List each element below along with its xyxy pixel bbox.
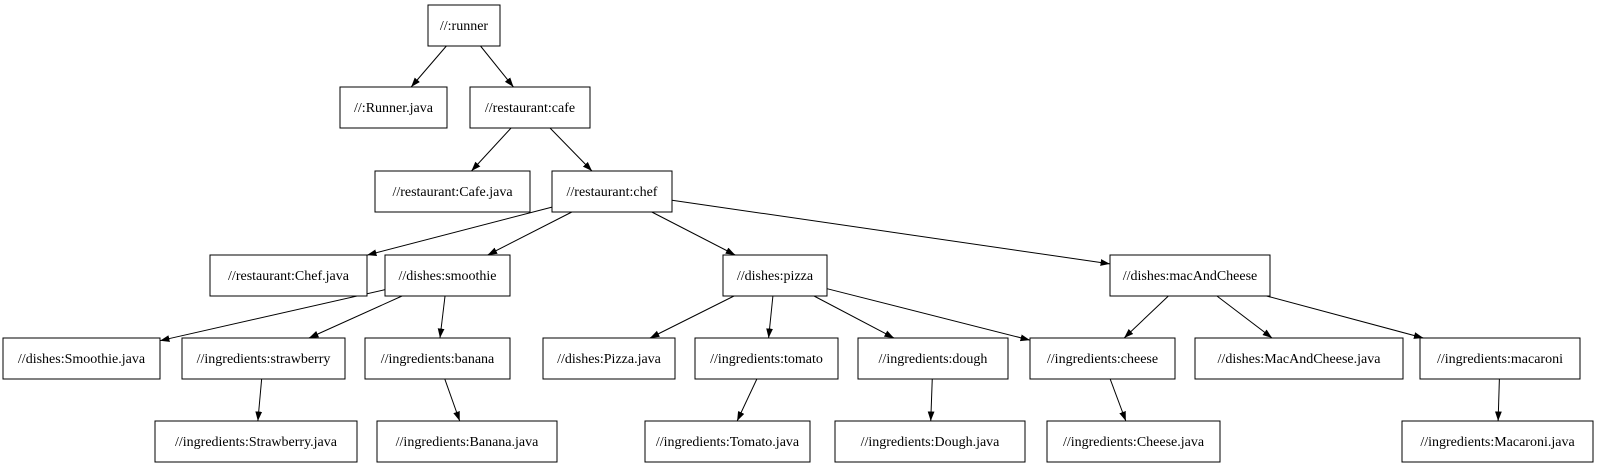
node-box-banana-java xyxy=(376,420,558,463)
node-label-tomato-java: //ingredients:Tomato.java xyxy=(656,435,800,450)
graph-node-banana: //ingredients:banana xyxy=(364,337,511,380)
graph-node-chef: //restaurant:chef xyxy=(551,170,673,213)
edge-tomato-to-tomato-java xyxy=(736,378,758,422)
node-box-macaroni xyxy=(1419,337,1581,380)
edge-mac-and-cheese-to-mac-and-cheese-java xyxy=(1216,295,1273,339)
node-label-smoothie-java: //dishes:Smoothie.java xyxy=(18,352,146,367)
edge-runner-to-runner-java xyxy=(410,45,447,88)
node-box-cheese-java xyxy=(1046,420,1221,463)
node-label-dough: //ingredients:dough xyxy=(879,352,988,367)
graph-node-cafe: //restaurant:cafe xyxy=(469,86,591,129)
node-label-cafe: //restaurant:cafe xyxy=(485,101,575,116)
graph-node-dough: //ingredients:dough xyxy=(857,337,1009,380)
nodes-layer: //:runner //:Runner.java //restaurant:cafe… xyxy=(2,4,1594,463)
node-label-chef: //restaurant:chef xyxy=(567,185,658,200)
node-box-tomato-java xyxy=(644,420,811,463)
graph-node-smoothie: //dishes:smoothie xyxy=(384,254,511,297)
node-box-cafe-java xyxy=(374,170,531,213)
node-box-runner xyxy=(427,4,501,47)
edge-pizza-to-cheese xyxy=(826,288,1031,342)
node-label-banana-java: //ingredients:Banana.java xyxy=(396,435,539,450)
node-label-runner: //:runner xyxy=(440,19,489,34)
edge-macaroni-to-macaroni-java xyxy=(1495,378,1502,422)
node-box-dough-java xyxy=(834,420,1026,463)
edge-mac-and-cheese-to-cheese xyxy=(1123,295,1169,339)
edge-runner-to-cafe xyxy=(480,45,514,88)
node-label-pizza: //dishes:pizza xyxy=(737,269,814,284)
node-label-strawberry: //ingredients:strawberry xyxy=(197,352,331,367)
edge-strawberry-to-strawberry-java xyxy=(255,378,263,422)
node-box-chef xyxy=(551,170,673,213)
node-box-dough xyxy=(857,337,1009,380)
node-label-dough-java: //ingredients:Dough.java xyxy=(861,435,1001,450)
node-label-macaroni-java: //ingredients:Macaroni.java xyxy=(1420,435,1575,450)
edges-layer xyxy=(159,45,1502,422)
node-box-strawberry-java xyxy=(154,420,358,463)
node-box-tomato xyxy=(694,337,839,380)
edge-chef-to-pizza xyxy=(651,211,736,256)
edge-banana-to-banana-java xyxy=(444,378,461,422)
node-box-pizza-java xyxy=(542,337,676,380)
node-box-runner-java xyxy=(339,86,448,129)
graph-node-tomato-java: //ingredients:Tomato.java xyxy=(644,420,811,463)
graph-node-macaroni: //ingredients:macaroni xyxy=(1419,337,1581,380)
edge-chef-to-mac-and-cheese xyxy=(671,199,1111,266)
graph-node-cheese: //ingredients:cheese xyxy=(1029,337,1176,380)
node-box-cheese xyxy=(1029,337,1176,380)
graph-node-strawberry-java: //ingredients:Strawberry.java xyxy=(154,420,358,463)
graph-node-runner: //:runner xyxy=(427,4,501,47)
graph-node-runner-java: //:Runner.java xyxy=(339,86,448,129)
node-box-pizza xyxy=(722,254,828,297)
node-label-mac-and-cheese: //dishes:macAndCheese xyxy=(1123,269,1258,284)
graph-node-smoothie-java: //dishes:Smoothie.java xyxy=(2,337,161,380)
node-box-smoothie-java xyxy=(2,337,161,380)
node-box-banana xyxy=(364,337,511,380)
edge-chef-to-smoothie xyxy=(487,211,573,256)
node-label-cafe-java: //restaurant:Cafe.java xyxy=(392,185,513,200)
node-label-banana: //ingredients:banana xyxy=(381,352,495,367)
node-box-macaroni-java xyxy=(1401,420,1594,463)
node-label-chef-java: //restaurant:Chef.java xyxy=(228,269,350,284)
edge-cafe-to-cafe-java xyxy=(471,127,512,172)
graph-node-strawberry: //ingredients:strawberry xyxy=(181,337,346,380)
node-box-strawberry xyxy=(181,337,346,380)
edge-smoothie-to-strawberry xyxy=(308,295,403,339)
graph-node-cheese-java: //ingredients:Cheese.java xyxy=(1046,420,1221,463)
node-box-cafe xyxy=(469,86,591,129)
graph-node-mac-and-cheese-java: //dishes:MacAndCheese.java xyxy=(1194,337,1404,380)
node-label-cheese: //ingredients:cheese xyxy=(1047,352,1158,367)
node-label-strawberry-java: //ingredients:Strawberry.java xyxy=(175,435,338,450)
node-label-runner-java: //:Runner.java xyxy=(354,101,434,116)
node-box-mac-and-cheese xyxy=(1109,254,1271,297)
node-label-smoothie: //dishes:smoothie xyxy=(399,269,497,284)
graph-node-chef-java: //restaurant:Chef.java xyxy=(209,254,368,297)
edge-pizza-to-dough xyxy=(813,295,895,339)
graph-node-pizza: //dishes:pizza xyxy=(722,254,828,297)
graph-node-mac-and-cheese: //dishes:macAndCheese xyxy=(1109,254,1271,297)
graph-node-banana-java: //ingredients:Banana.java xyxy=(376,420,558,463)
node-box-mac-and-cheese-java xyxy=(1194,337,1404,380)
node-label-macaroni: //ingredients:macaroni xyxy=(1437,352,1563,367)
graph-node-dough-java: //ingredients:Dough.java xyxy=(834,420,1026,463)
edge-pizza-to-tomato xyxy=(766,295,774,339)
edge-cheese-to-cheese-java xyxy=(1109,378,1127,422)
node-label-tomato: //ingredients:tomato xyxy=(710,352,823,367)
edge-dough-to-dough-java xyxy=(927,378,935,422)
graph-node-macaroni-java: //ingredients:Macaroni.java xyxy=(1401,420,1594,463)
node-label-cheese-java: //ingredients:Cheese.java xyxy=(1063,435,1205,450)
node-box-chef-java xyxy=(209,254,368,297)
edge-mac-and-cheese-to-macaroni xyxy=(1266,295,1424,339)
node-label-mac-and-cheese-java: //dishes:MacAndCheese.java xyxy=(1218,352,1382,367)
graph-node-pizza-java: //dishes:Pizza.java xyxy=(542,337,676,380)
graph-node-cafe-java: //restaurant:Cafe.java xyxy=(374,170,531,213)
edge-smoothie-to-banana xyxy=(437,295,446,339)
graph-node-tomato: //ingredients:tomato xyxy=(694,337,839,380)
edge-cafe-to-chef xyxy=(549,127,593,172)
edge-smoothie-to-smoothie-java xyxy=(159,289,386,342)
node-label-pizza-java: //dishes:Pizza.java xyxy=(557,352,662,367)
edge-pizza-to-pizza-java xyxy=(649,295,735,339)
edge-chef-to-chef-java xyxy=(366,206,553,257)
node-box-smoothie xyxy=(384,254,511,297)
